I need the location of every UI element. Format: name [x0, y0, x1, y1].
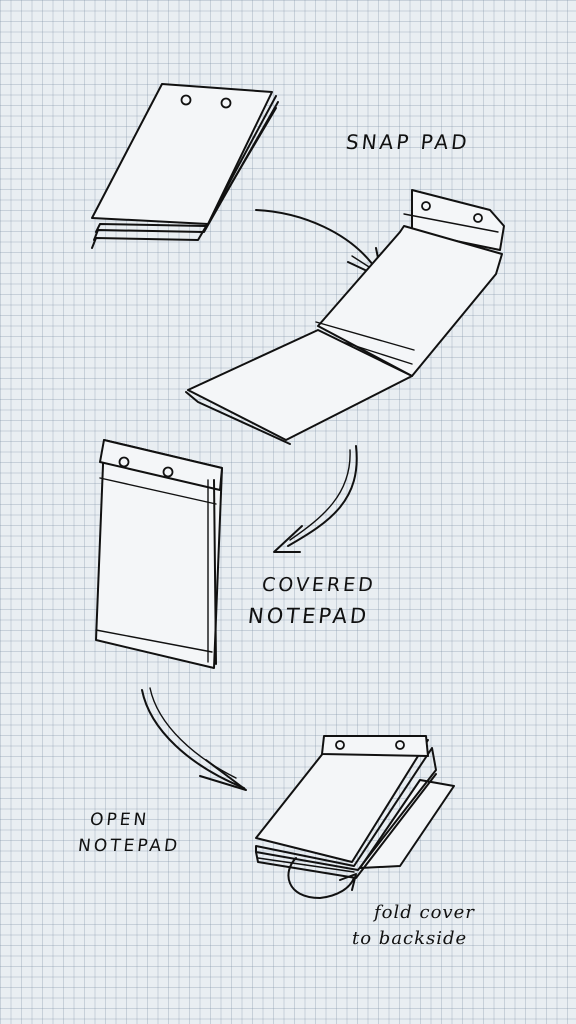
cover-hole-right — [473, 213, 483, 223]
open-notepad-label-line1: OPEN — [88, 810, 151, 830]
snap-hole-left — [180, 94, 192, 106]
snap-pad-label: SNAP PAD — [344, 130, 471, 154]
fold-cover-note-line1: fold cover — [374, 902, 475, 923]
covered-hole-right — [162, 466, 174, 478]
unfolded-cover-sketch — [185, 189, 505, 445]
covered-notepad-label-line2: NOTEPAD — [246, 604, 371, 628]
covered-notepad-label-line1: COVERED — [260, 574, 377, 596]
arrow-snap-to-cover — [255, 209, 383, 279]
cover-hole-left — [421, 201, 431, 211]
snap-hole-right — [220, 97, 232, 109]
arrow-cover-to-covered-notepad — [273, 445, 358, 553]
fold-cover-note-line2: to backside — [352, 928, 468, 949]
open-hole-left — [335, 740, 345, 750]
covered-hole-left — [118, 456, 130, 468]
open-notepad-sketch — [255, 735, 455, 899]
covered-notepad-sketch — [95, 439, 223, 669]
snap-pad-sketch — [91, 83, 279, 249]
open-hole-right — [395, 740, 405, 750]
open-notepad-label-line2: NOTEPAD — [76, 836, 182, 856]
arrow-covered-to-open — [141, 687, 247, 791]
